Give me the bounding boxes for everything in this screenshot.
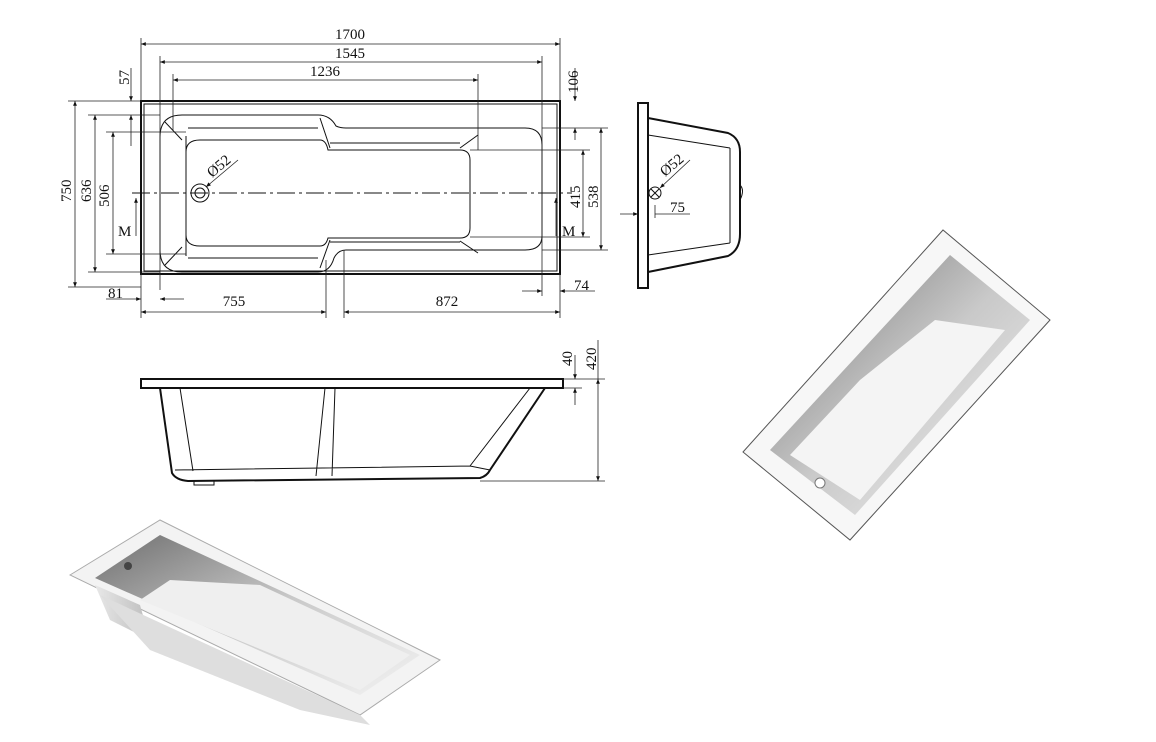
dim-bowl-width-left: 506	[97, 184, 113, 207]
dim-right-margin: 74	[574, 278, 590, 294]
dim-drain-offset: 75	[670, 200, 685, 216]
dim-top-offset: 57	[117, 70, 133, 86]
drain-diameter-label: Ø52	[204, 152, 234, 181]
dim-overall-width: 750	[59, 180, 75, 203]
dim-overall-length: 1700	[335, 27, 365, 43]
dim-right-section: 872	[436, 294, 459, 310]
dim-rim-thickness: 40	[560, 351, 576, 366]
plan-view: Ø52 1700 1545 1236 755 872 81 74 750 636…	[59, 27, 608, 318]
section-marker-right: M	[562, 224, 575, 240]
section-marker-left: M	[118, 224, 131, 240]
dim-inner-width: 636	[79, 179, 95, 202]
bowl-outline	[159, 114, 543, 273]
end-drain-diameter-label: Ø52	[657, 151, 687, 180]
side-view: 40 420	[140, 340, 605, 486]
render-top-view	[742, 229, 1051, 541]
dim-overall-height: 420	[584, 348, 600, 371]
dim-left-section: 755	[223, 294, 246, 310]
dim-bowl-width-right: 415	[568, 186, 584, 209]
end-view: Ø52 75	[620, 102, 743, 289]
drain-hole	[190, 183, 210, 203]
dim-right-offset: 106	[566, 70, 582, 93]
dim-left-margin: 81	[108, 286, 123, 302]
end-drain-hole	[648, 186, 662, 200]
dim-bowl-length: 1236	[310, 64, 341, 80]
dim-inner-length: 1545	[335, 46, 365, 62]
bath-rim-outline	[140, 100, 561, 275]
dim-inner-width-right: 538	[586, 186, 602, 209]
render-perspective-view	[68, 519, 441, 725]
